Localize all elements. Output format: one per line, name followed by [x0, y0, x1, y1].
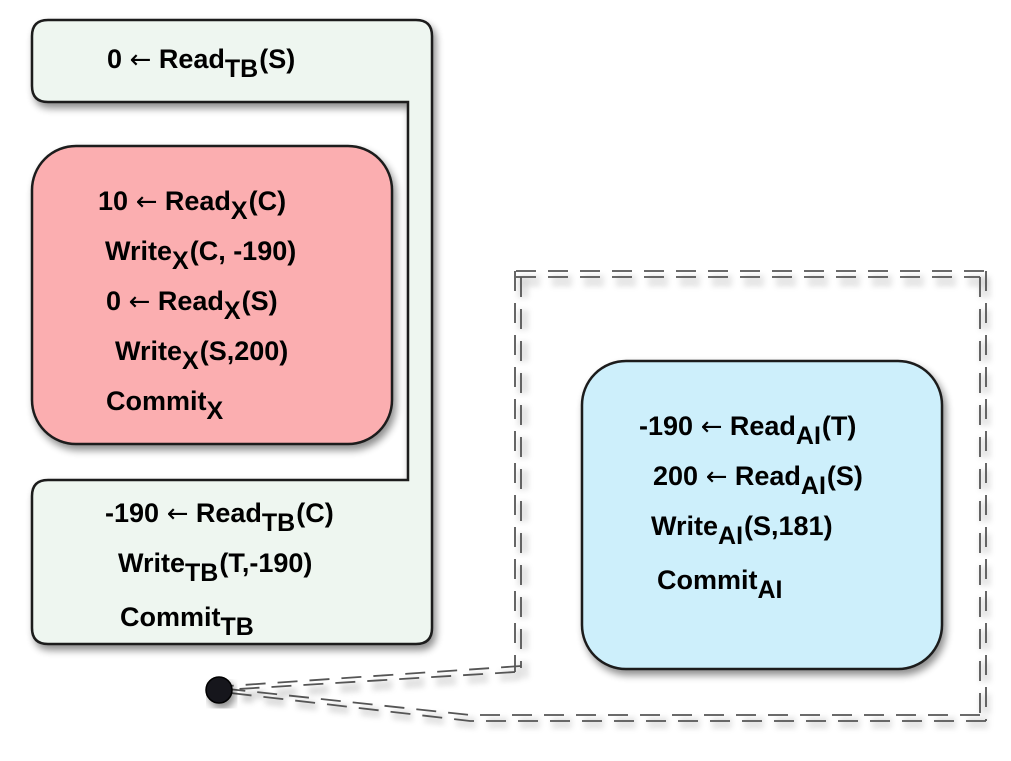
tb-statement: CommitTB: [120, 602, 255, 640]
transaction-subscript: X: [206, 397, 224, 425]
operation-args: (T): [821, 411, 857, 441]
statement-value: 10: [98, 186, 129, 216]
statement-value: 200: [653, 461, 699, 491]
ai-transaction-block: [580, 359, 944, 671]
operation-name: Read: [734, 461, 801, 491]
tb-statement: 0 ← ReadTB(S): [107, 44, 296, 82]
operation-name: Read: [158, 44, 225, 74]
ai-statement: 200 ← ReadAI(S): [653, 461, 863, 499]
operation-name: Read: [164, 186, 231, 216]
assign-arrow: ←: [135, 187, 158, 217]
operation-args: (S): [259, 44, 296, 74]
statement-value: 0: [106, 286, 122, 316]
transaction-subscript: TB: [224, 55, 259, 83]
operation-args: (C): [296, 498, 334, 528]
tb-statement: -190 ← ReadTB(C): [105, 498, 334, 536]
transaction-subscript: AI: [795, 422, 821, 450]
operation-name: Write: [118, 548, 186, 578]
ai-dashed-region: [221, 270, 987, 722]
tb-transaction-frame: [30, 18, 434, 646]
assign-arrow: ←: [700, 412, 723, 442]
operation-name: Commit: [657, 565, 758, 595]
transaction-subscript: X: [223, 297, 241, 325]
transaction-subscript: X: [182, 347, 199, 375]
assign-arrow: ←: [166, 499, 189, 529]
transaction-subscript: TB: [261, 509, 296, 537]
x-statement: WriteX(C, -190): [105, 236, 297, 274]
x-transaction-block: [30, 144, 394, 446]
operation-name: Read: [157, 286, 224, 316]
operation-name: Commit: [120, 602, 221, 632]
operation-args: (S,181): [744, 511, 833, 541]
assign-arrow: ←: [128, 287, 151, 317]
x-statement: WriteX(S,200): [115, 336, 289, 374]
operation-args: (S): [241, 286, 278, 316]
operation-name: Commit: [106, 386, 207, 416]
transaction-subscript: AI: [718, 522, 744, 550]
operation-name: Write: [651, 511, 719, 541]
transaction-subscript: TB: [220, 613, 254, 641]
assign-arrow: ←: [129, 45, 152, 75]
operation-args: (T,-190): [219, 548, 313, 578]
operation-name: Read: [729, 411, 796, 441]
operation-name: Read: [195, 498, 262, 528]
operation-args: (C): [248, 186, 287, 216]
operation-args: (S): [826, 461, 863, 491]
statement-value: -190: [105, 498, 160, 528]
ai-statement: CommitAI: [657, 565, 784, 603]
transaction-subscript: AI: [757, 576, 783, 604]
anchor-dot: [205, 676, 233, 704]
assign-arrow: ←: [705, 462, 728, 492]
x-statement: 10 ← ReadX(C): [98, 186, 287, 224]
operation-args: (C, -190): [189, 236, 297, 266]
transaction-subscript: X: [230, 197, 248, 225]
ai-statement: -190 ← ReadAI(T): [639, 411, 857, 449]
x-statement: 0 ← ReadX(S): [106, 286, 278, 324]
statement-value: 0: [107, 44, 123, 74]
transaction-subscript: AI: [800, 472, 826, 500]
transaction-subscript: TB: [185, 559, 219, 587]
ai-statement: WriteAI(S,181): [651, 511, 833, 549]
operation-name: Write: [115, 336, 183, 366]
tb-statement: WriteTB(T,-190): [118, 548, 313, 586]
operation-name: Write: [105, 236, 173, 266]
statement-value: -190: [639, 411, 694, 441]
transaction-subscript: X: [172, 247, 189, 275]
x-statement: CommitX: [106, 386, 224, 424]
operation-args: (S,200): [199, 336, 289, 366]
